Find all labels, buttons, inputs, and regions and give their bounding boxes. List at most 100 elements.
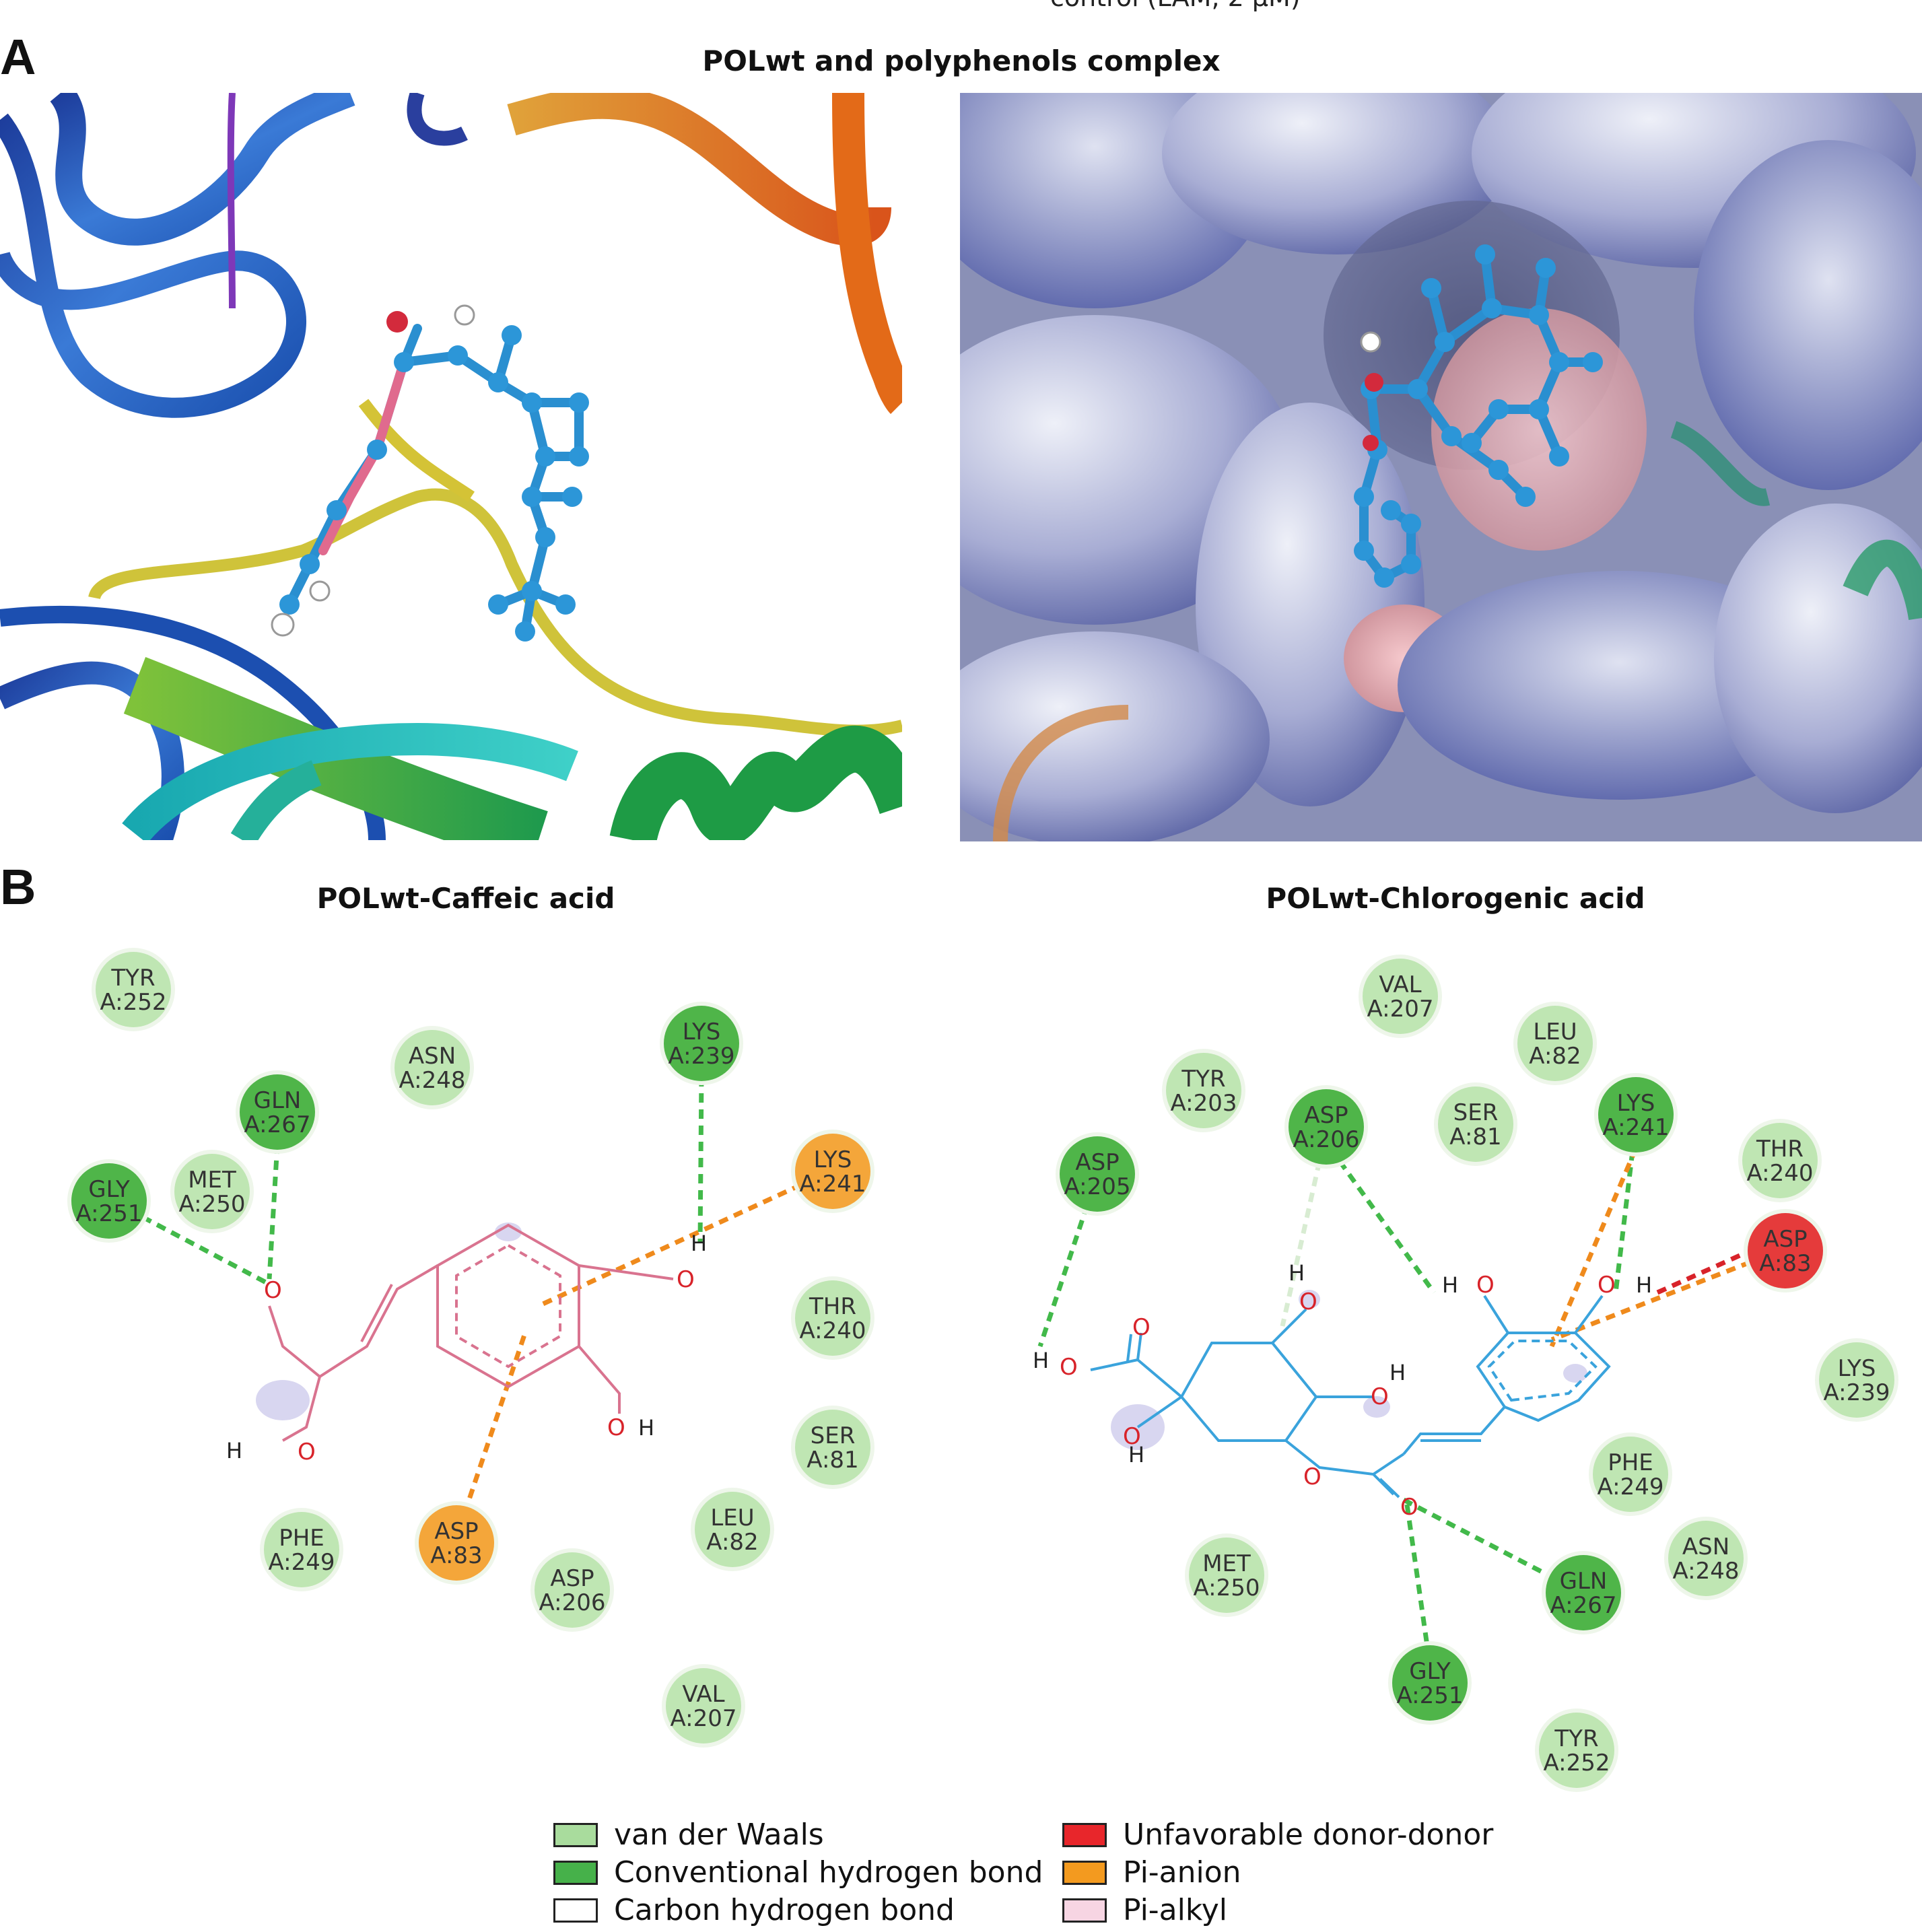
legend-label: Unfavorable donor-donor (1123, 1818, 1494, 1852)
residue-id: A:82 (1529, 1043, 1581, 1070)
residue-name: THR (1756, 1136, 1804, 1163)
residue-disc (1517, 1006, 1593, 1081)
panel-b-letter: B (0, 859, 36, 915)
residue-disc (1598, 1077, 1674, 1152)
legend: van der Waals Conventional hydrogen bond… (0, 1818, 1922, 1932)
legend-swatch (1062, 1898, 1107, 1923)
residue-name: LYS (1617, 1090, 1655, 1117)
residue-disc (1819, 1342, 1894, 1418)
atom-H: H (1289, 1260, 1305, 1286)
residue-disc (1166, 1053, 1241, 1128)
residue-id: A:252 (100, 989, 166, 1016)
legend-item-vdw: van der Waals (553, 1818, 824, 1852)
residue-name: TYR (110, 965, 155, 992)
atom-O: O (1060, 1354, 1078, 1381)
residue-id: A:240 (799, 1317, 866, 1344)
residue-name: GLN (1560, 1568, 1608, 1595)
legend-swatch (553, 1898, 598, 1923)
legend-label: van der Waals (614, 1818, 824, 1852)
ribbon-structure-svg (0, 93, 902, 840)
atom-H: H (1442, 1272, 1458, 1298)
atom-O: O (1598, 1272, 1616, 1299)
residue-id: A:206 (1293, 1126, 1359, 1153)
residue-disc (264, 1512, 339, 1587)
residue-name: GLY (88, 1176, 130, 1203)
caffeic-acid-diagram: O O O O H H H TYRA:252GLNA:267ASNA:248LY… (67, 948, 874, 1748)
residue-name: ASP (1075, 1149, 1119, 1176)
residue-disc (96, 952, 171, 1027)
residue-name: VAL (1379, 971, 1421, 998)
atom-O: O (1303, 1463, 1322, 1490)
residue-name: LEU (710, 1505, 754, 1531)
surface-structure-image (960, 93, 1922, 841)
residue-name: LEU (1533, 1019, 1577, 1045)
residue-disc (1742, 1123, 1818, 1198)
legend-label: Conventional hydrogen bond (614, 1855, 1043, 1890)
residue-name: GLN (254, 1087, 302, 1114)
atom-O: O (1400, 1494, 1418, 1521)
chlorogenic-hbond-line (1404, 1504, 1430, 1647)
residue-id: A:239 (668, 1043, 734, 1070)
residue-id: A:241 (1602, 1114, 1669, 1141)
residue-name: LYS (814, 1146, 852, 1173)
chlorogenic-acid-diagram: O O O O O O O O O H H H H H H VALA:207LE… (1033, 955, 1898, 1792)
residue-disc (71, 1163, 147, 1239)
atom-O: O (264, 1277, 282, 1304)
residue-id: A:83 (430, 1542, 482, 1569)
interaction-diagrams: O O O O H H H TYRA:252GLNA:267ASNA:248LY… (67, 948, 1898, 1792)
atom-H: H (1389, 1360, 1406, 1385)
caffeic-hbond-line (267, 1144, 280, 1280)
atom-H: H (691, 1231, 707, 1256)
chlorogenic-carbon-line (1280, 1161, 1322, 1327)
residue-id: A:252 (1543, 1750, 1610, 1776)
residue-id: A:239 (1823, 1379, 1890, 1406)
residue-name: GLY (1409, 1658, 1451, 1685)
residue-disc (1546, 1555, 1621, 1630)
residue-id: A:206 (539, 1589, 605, 1616)
residue-name: MET (188, 1167, 236, 1194)
legend-swatch (1062, 1822, 1107, 1847)
legend-item-carbon-hbond: Carbon hydrogen bond (553, 1893, 955, 1927)
residue-id: A:250 (178, 1191, 245, 1218)
residue-id: A:251 (1396, 1682, 1463, 1709)
residue-id: A:249 (1597, 1474, 1663, 1500)
chlorogenic-hbond-line (1613, 1150, 1635, 1293)
chlorogenic-hbond-line (1338, 1159, 1436, 1295)
residue-disc (1392, 1645, 1468, 1721)
chlorogenic-acid-molecule (1090, 1290, 1611, 1498)
residue-id: A:83 (1759, 1250, 1811, 1277)
legend-label: Pi-anion (1123, 1855, 1241, 1890)
surface-structure-svg (960, 93, 1922, 841)
residue-id: A:207 (1367, 996, 1433, 1023)
chlorogenic-pianion-line (1549, 1147, 1639, 1348)
chlorogenic-hbond-line (1402, 1497, 1550, 1578)
residue-id: A:205 (1064, 1173, 1130, 1200)
atom-H: H (1033, 1348, 1049, 1373)
residue-name: THR (809, 1293, 856, 1320)
residue-id: A:248 (1672, 1558, 1739, 1585)
caffeic-hbond-line (141, 1214, 267, 1285)
residue-disc (1060, 1136, 1135, 1212)
legend-swatch (553, 1822, 598, 1847)
residue-id: A:248 (399, 1067, 465, 1094)
chlorogenic-hydrogens: H H H H H H (1033, 1260, 1652, 1468)
atom-O: O (1299, 1288, 1317, 1315)
residue-disc (666, 1668, 741, 1744)
residue-name: PHE (279, 1525, 324, 1552)
